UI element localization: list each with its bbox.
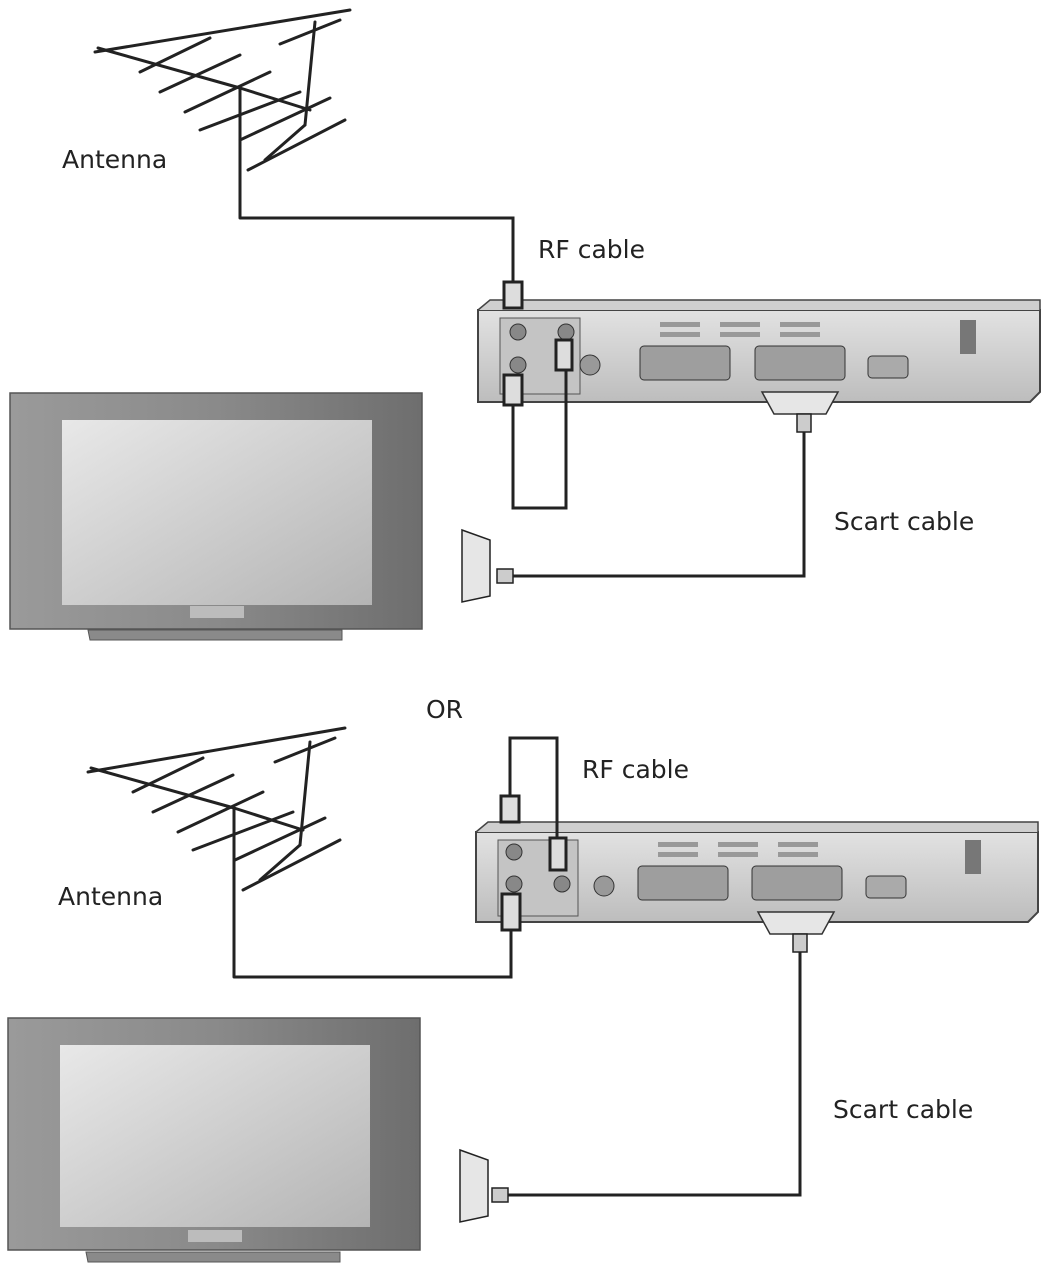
label-rf-cable-top: RF cable — [538, 235, 645, 264]
scart-cable-top — [461, 413, 812, 603]
label-or: OR — [426, 695, 463, 724]
antenna-cable-top — [240, 216, 515, 282]
label-antenna-top: Antenna — [62, 145, 167, 174]
rf-loop-top — [502, 280, 574, 510]
label-antenna-bottom: Antenna — [58, 882, 163, 911]
label-scart-cable-top: Scart cable — [834, 507, 974, 536]
tv-top — [9, 392, 423, 641]
scart-cable-bottom — [459, 933, 808, 1223]
antenna-cable-bottom — [234, 930, 513, 979]
antenna-bottom — [86, 726, 347, 979]
antenna-top — [93, 8, 352, 220]
label-scart-cable-bottom: Scart cable — [833, 1095, 973, 1124]
rf-loop-bottom — [499, 736, 568, 932]
tv-bottom — [7, 1017, 421, 1263]
label-rf-cable-bottom: RF cable — [582, 755, 689, 784]
receiver-top — [477, 299, 1041, 415]
